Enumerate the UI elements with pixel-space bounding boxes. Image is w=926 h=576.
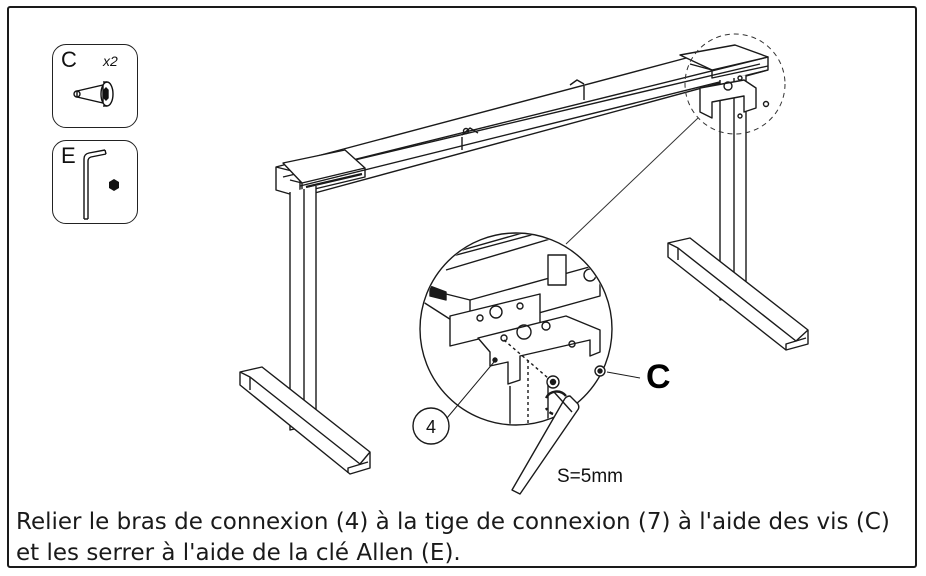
part-number-callout: 4 bbox=[426, 417, 436, 437]
part-letter: C bbox=[61, 47, 77, 72]
instruction-text: Relier le bras de connexion (4) à la tig… bbox=[16, 507, 906, 569]
part-letter: E bbox=[61, 143, 76, 168]
wrench-size-label: S=5mm bbox=[557, 466, 623, 487]
part-box-c: C x2 bbox=[52, 44, 138, 128]
instruction-line-2: et les serrer à l'aide de la clé Allen (… bbox=[16, 540, 461, 566]
part-box-e: E bbox=[52, 140, 138, 224]
allen-key-icon bbox=[83, 149, 119, 220]
instruction-line-1: Relier le bras de connexion (4) à la tig… bbox=[16, 509, 890, 535]
screw-icon bbox=[73, 81, 114, 107]
instruction-frame bbox=[7, 6, 917, 568]
part-quantity: x2 bbox=[103, 53, 118, 69]
screw-callout-label: C bbox=[646, 358, 671, 396]
